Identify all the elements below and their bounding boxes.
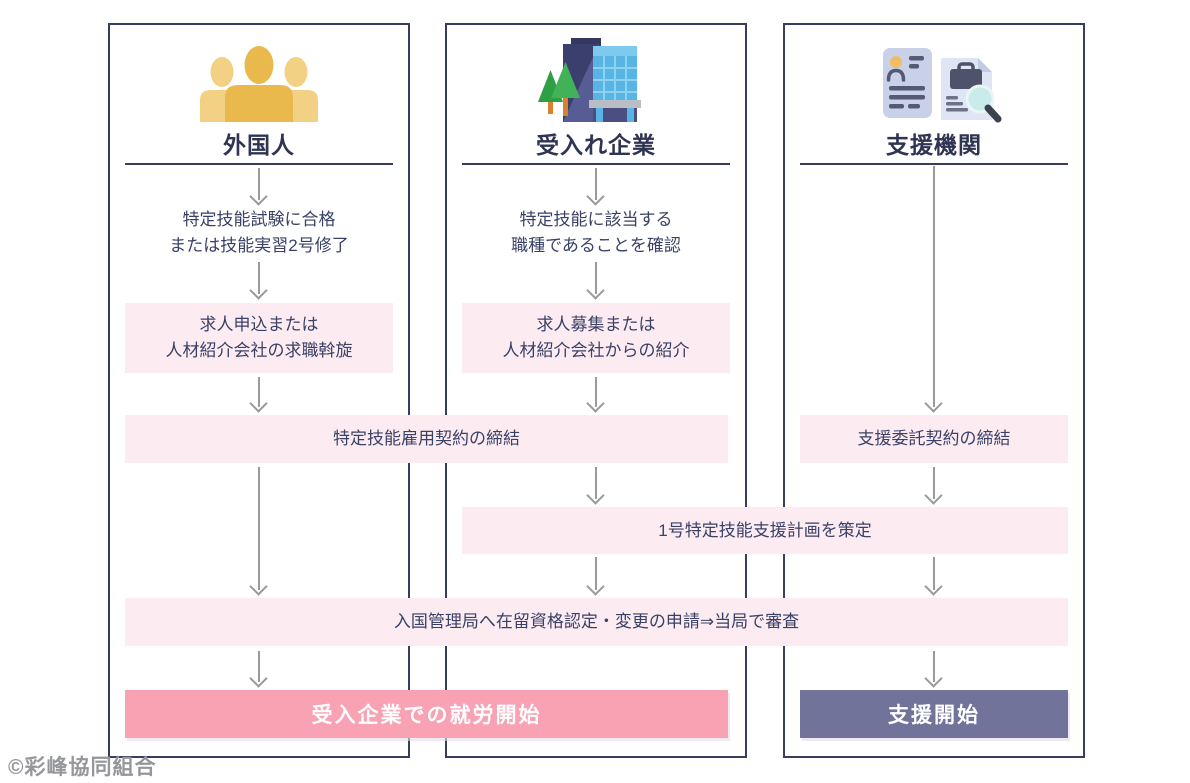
column-title-foreigner: 外国人 [223, 132, 295, 158]
people-icon [200, 46, 318, 122]
title-underline [800, 163, 1068, 165]
title-underline [462, 163, 730, 165]
down-arrow [248, 262, 270, 300]
box-support-plan: 1号特定技能支援計画を策定 [462, 507, 1068, 554]
column-title-company: 受入れ企業 [536, 132, 656, 158]
down-arrow [923, 467, 945, 505]
box-work-start: 受入企業での就労開始 [125, 690, 728, 738]
down-arrow [248, 377, 270, 413]
step-exam-pass: 特定技能試験に合格 または技能実習2号修了 [169, 210, 349, 255]
down-arrow [585, 262, 607, 300]
copyright-watermark: ©彩峰協同組合 [8, 756, 157, 779]
down-arrow [585, 168, 607, 206]
box-support-entrust-contract: 支援委託契約の締結 [800, 415, 1068, 463]
down-arrow [923, 651, 945, 688]
down-arrow [248, 168, 270, 206]
column-title-support: 支援機関 [886, 132, 982, 158]
down-arrow [585, 377, 607, 413]
box-job-application: 求人申込または人材紹介会社の求職斡旋 [125, 303, 393, 373]
down-arrow [585, 467, 607, 505]
building-icon [538, 38, 641, 122]
box-recruitment: 求人募集または人材紹介会社からの紹介 [462, 303, 730, 373]
step-job-category-check: 特定技能に該当する 職種であることを確認 [511, 210, 681, 255]
down-arrow [248, 651, 270, 688]
box-immigration-review: 入国管理局へ在留資格認定・変更の申請⇒当局で審査 [125, 598, 1068, 646]
down-arrow [585, 557, 607, 596]
box-employment-contract: 特定技能雇用契約の締結 [125, 415, 728, 463]
box-support-start: 支援開始 [800, 690, 1068, 738]
down-arrow [923, 557, 945, 596]
down-arrow [923, 166, 945, 413]
title-underline [125, 163, 393, 165]
down-arrow [248, 467, 270, 596]
documents-icon [883, 48, 1002, 123]
